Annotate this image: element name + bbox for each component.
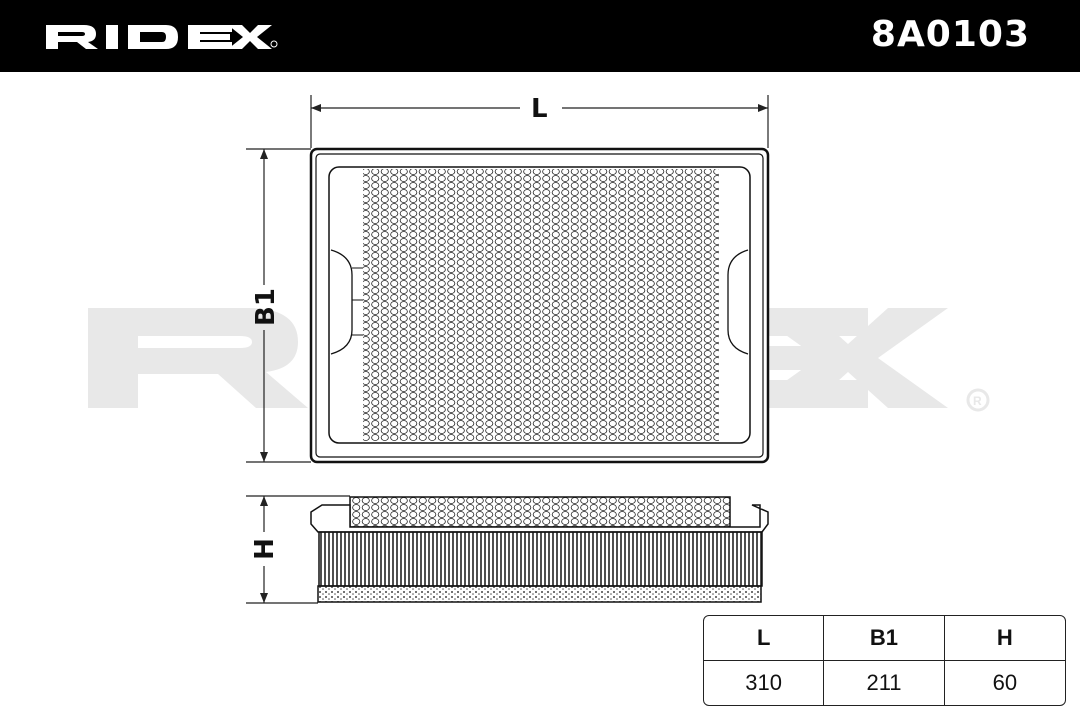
label-height: H — [249, 538, 280, 560]
table-header-height: H — [944, 616, 1065, 661]
table-value-length: 310 — [704, 660, 825, 705]
part-number: 8A0103 — [870, 14, 1030, 55]
dimension-line-width — [246, 148, 311, 463]
dimension-line-height — [246, 495, 350, 604]
label-length: L — [531, 94, 548, 124]
table-header-length: L — [704, 616, 825, 661]
filter-top-view — [309, 147, 770, 464]
dimension-line-length — [310, 95, 769, 148]
brand-logo — [46, 25, 278, 49]
filter-side-view — [310, 496, 769, 603]
table-value-width: 211 — [824, 660, 945, 705]
header-bar: 8A0103 — [0, 0, 1080, 72]
dimensions-table: L B1 H 310 211 60 — [703, 615, 1066, 706]
svg-text:R: R — [973, 394, 982, 408]
table-header-width: B1 — [824, 616, 945, 661]
label-width: B1 — [250, 288, 281, 326]
table-value-height: 60 — [992, 669, 1018, 695]
